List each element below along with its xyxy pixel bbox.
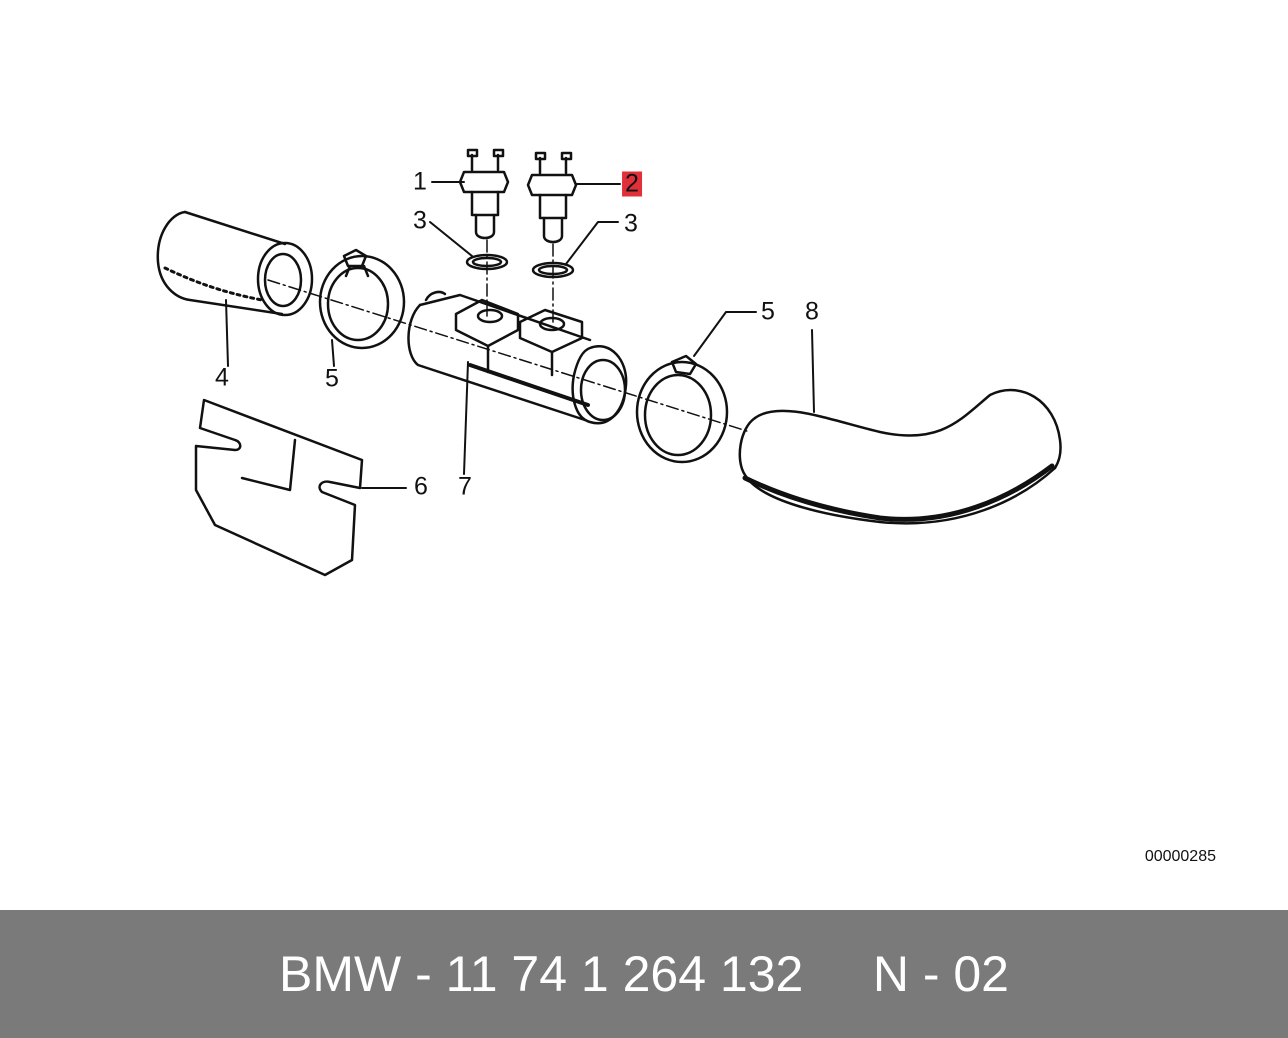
diagram-code: 00000285 — [1144, 848, 1216, 865]
footer-spacer — [803, 945, 872, 1003]
assembly-axis-lines — [267, 239, 751, 433]
callout-4[interactable]: 4 — [215, 363, 229, 392]
part-number-label: BMW - 11 74 1 264 132 — [278, 946, 804, 1002]
switch-2-illustration — [526, 151, 578, 244]
leader-lines — [225, 181, 815, 489]
callout-1[interactable]: 1 — [413, 167, 427, 196]
distributor-7-illustration — [407, 290, 628, 425]
callout-3-left[interactable]: 3 — [413, 206, 427, 235]
part-number-footer: BMW - 11 74 1 264 132 N - 02 — [0, 910, 1288, 1038]
position-label: N - 02 — [872, 946, 1009, 1002]
callout-2-highlighted[interactable]: 2 — [622, 171, 642, 197]
seal-ring-3-illustration — [465, 253, 575, 279]
hose-8-illustration — [738, 388, 1062, 525]
callout-5-right[interactable]: 5 — [761, 297, 775, 326]
callout-7[interactable]: 7 — [458, 472, 472, 501]
parts-diagram: 1 2 3 3 4 5 5 6 7 8 00000285 — [156, 148, 1216, 865]
hose-4-illustration — [156, 210, 314, 317]
callout-6[interactable]: 6 — [414, 472, 428, 501]
callout-5-left[interactable]: 5 — [325, 364, 339, 393]
heat-shield-6-illustration — [194, 398, 364, 577]
parts-drawing — [156, 148, 1062, 577]
clamp-5-left-illustration — [318, 248, 406, 350]
callout-3-right[interactable]: 3 — [624, 209, 638, 238]
callout-8[interactable]: 8 — [805, 297, 819, 326]
clamp-5-right-illustration — [635, 354, 729, 464]
switch-1-illustration — [458, 148, 510, 240]
